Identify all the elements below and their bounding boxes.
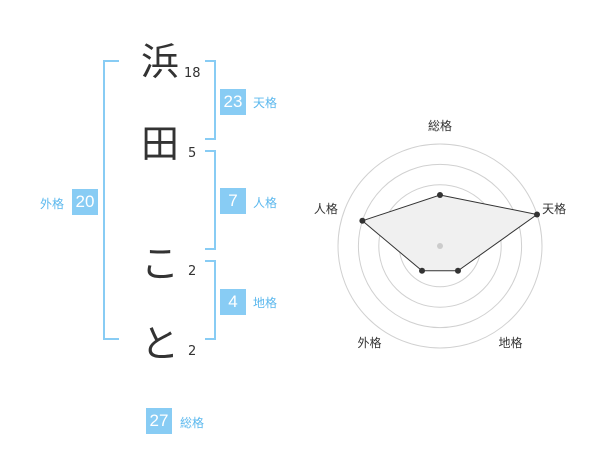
tenkaku-bracket <box>205 60 216 140</box>
stroke-count-1: 18 <box>184 66 201 81</box>
jinkaku-bracket <box>205 150 216 250</box>
radar-center-dot <box>437 243 443 249</box>
chikaku-label: 地格 <box>253 296 278 310</box>
radar-axis-label-5: 人格 <box>314 201 338 216</box>
radar-axis-label-2: 天格 <box>542 201 566 216</box>
tenkaku-label: 天格 <box>253 96 278 110</box>
radar-point-4 <box>419 267 426 274</box>
radar-point-1 <box>437 192 443 198</box>
radar-point-2 <box>534 211 541 218</box>
chikaku-bracket <box>205 260 216 340</box>
name-char-4: と <box>140 322 179 366</box>
gaikaku-label: 外格 <box>40 197 65 211</box>
chikaku-score: 4 <box>220 289 246 315</box>
gaikaku-score: 20 <box>72 189 98 215</box>
stroke-count-2: 5 <box>188 146 197 161</box>
radar-series-area <box>361 194 539 272</box>
jinkaku-score: 7 <box>220 188 246 214</box>
radar-grid-ring <box>378 184 502 308</box>
jinkaku-label: 人格 <box>253 196 278 210</box>
stroke-count-3: 2 <box>188 264 197 279</box>
name-char-1: 浜 <box>140 40 179 84</box>
radar-axis-label-1: 総格 <box>428 118 452 133</box>
soukaku-label: 総格 <box>180 416 205 430</box>
soukaku-score: 27 <box>146 408 172 434</box>
name-char-3: こ <box>140 242 179 286</box>
name-char-2: 田 <box>140 122 179 166</box>
radar-axis-label-4: 外格 <box>357 335 381 350</box>
radar-point-3 <box>454 267 461 274</box>
radar-grid-ring <box>357 163 523 329</box>
radar-axis-label-3: 地格 <box>498 335 522 350</box>
radar-point-5 <box>359 217 366 224</box>
gaikaku-bracket <box>103 60 119 340</box>
radar-grid-ring <box>337 143 543 349</box>
tenkaku-score: 23 <box>220 89 246 115</box>
stroke-count-4: 2 <box>188 344 197 359</box>
